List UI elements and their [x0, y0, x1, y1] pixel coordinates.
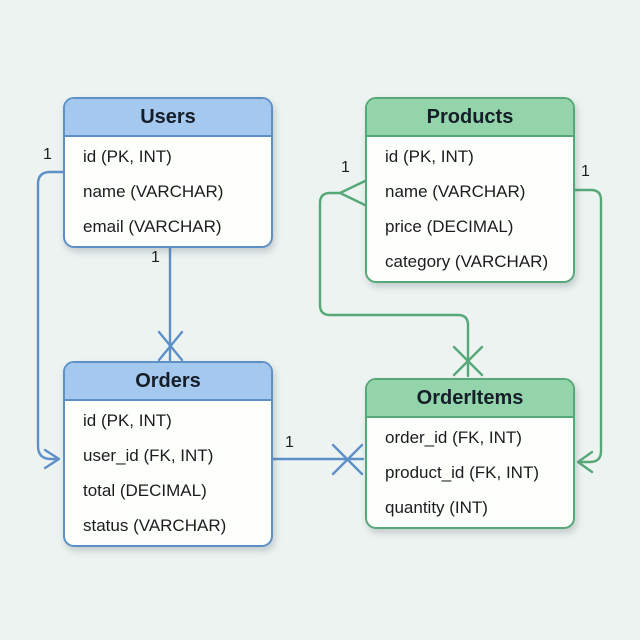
- cardinality-label-products-right: 1: [581, 163, 590, 180]
- table-body-orders: id (PK, INT) user_id (FK, INT) total (DE…: [65, 401, 271, 545]
- field-orders-status: status (VARCHAR): [83, 516, 227, 535]
- field-orderitems-product-id: product_id (FK, INT): [385, 463, 539, 482]
- relationship-users-orders-left-line: [36, 170, 65, 461]
- field-orders-id: id (PK, INT): [83, 411, 172, 430]
- entity-table-users: Users id (PK, INT) name (VARCHAR) email …: [63, 97, 273, 248]
- field-products-category: category (VARCHAR): [385, 252, 549, 271]
- field-users-id: id (PK, INT): [83, 147, 172, 166]
- field-products-price: price (DECIMAL): [385, 217, 514, 236]
- cardinality-label-users-orders-vertical: 1: [151, 249, 160, 266]
- field-products-name: name (VARCHAR): [385, 182, 526, 201]
- relationship-products-orderitems-left-line: [318, 191, 470, 378]
- field-products-id: id (PK, INT): [385, 147, 474, 166]
- field-orderitems-quantity: quantity (INT): [385, 498, 488, 517]
- cardinality-label-orders-orderitems: 1: [285, 434, 294, 451]
- table-header-orderitems: OrderItems: [367, 380, 573, 418]
- arrowhead-icon: [43, 448, 61, 470]
- table-header-products: Products: [367, 99, 573, 137]
- crow-foot-cross-icon: [452, 345, 484, 377]
- field-users-email: email (VARCHAR): [83, 217, 222, 236]
- table-header-orders: Orders: [65, 363, 271, 401]
- cardinality-label-products-left: 1: [341, 159, 350, 176]
- table-body-products: id (PK, INT) name (VARCHAR) price (DECIM…: [367, 137, 573, 281]
- table-title: Users: [140, 105, 196, 128]
- relationship-products-orderitems-right-line: [573, 188, 603, 464]
- table-body-orderitems: order_id (FK, INT) product_id (FK, INT) …: [367, 418, 573, 527]
- field-orders-user-id: user_id (FK, INT): [83, 446, 214, 465]
- crow-foot-cross-icon: [157, 330, 184, 362]
- field-orders-total: total (DECIMAL): [83, 481, 207, 500]
- table-title: Products: [426, 105, 514, 128]
- table-title: Orders: [135, 369, 201, 392]
- table-header-users: Users: [65, 99, 271, 137]
- crow-foot-icon: [338, 179, 367, 207]
- cardinality-label-users-orders-left: 1: [43, 146, 52, 163]
- field-orderitems-order-id: order_id (FK, INT): [385, 428, 522, 447]
- entity-table-products: Products id (PK, INT) name (VARCHAR) pri…: [365, 97, 575, 283]
- table-title: OrderItems: [416, 386, 524, 409]
- crow-foot-cross-icon: [331, 443, 364, 476]
- entity-table-orders: Orders id (PK, INT) user_id (FK, INT) to…: [63, 361, 273, 547]
- table-body-users: id (PK, INT) name (VARCHAR) email (VARCH…: [65, 137, 271, 246]
- arrowhead-icon: [576, 450, 594, 474]
- entity-table-orderitems: OrderItems order_id (FK, INT) product_id…: [365, 378, 575, 529]
- field-users-name: name (VARCHAR): [83, 182, 224, 201]
